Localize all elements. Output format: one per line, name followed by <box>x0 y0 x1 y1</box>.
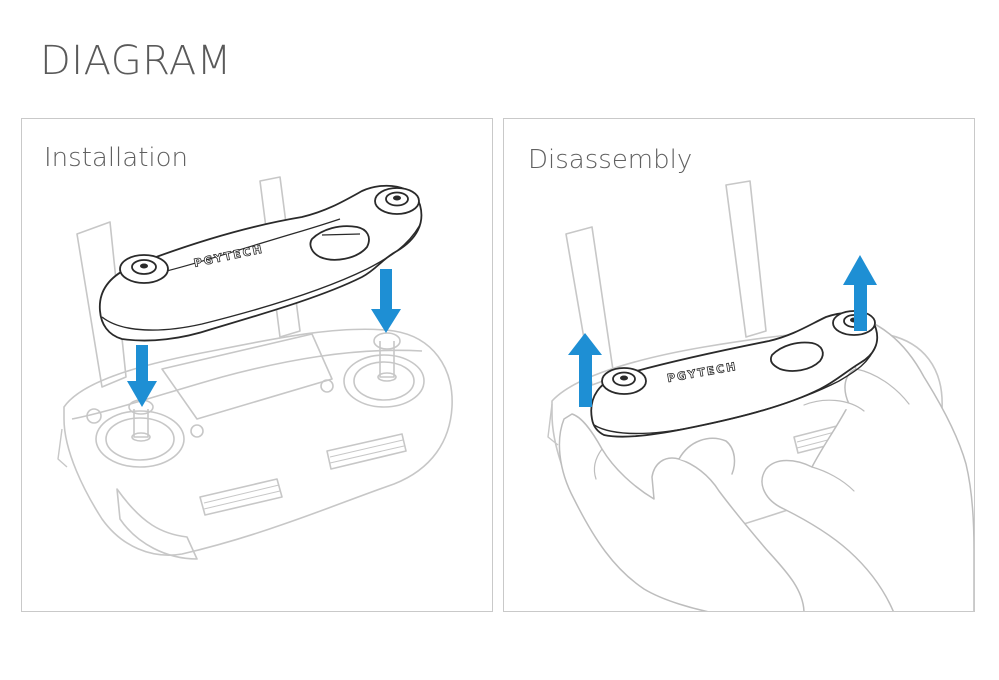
stick-protector-cover: PGYTECH <box>590 310 879 438</box>
arrow-down-right <box>371 269 401 333</box>
arrow-up-left <box>568 333 602 407</box>
installation-panel: Installation <box>21 118 493 612</box>
stick-left <box>133 409 149 438</box>
disassembly-panel: Disassembly <box>503 118 975 612</box>
arrow-down-left <box>127 345 157 407</box>
controller-body <box>63 328 453 556</box>
left-hand <box>558 413 805 611</box>
vent-right <box>326 433 407 470</box>
vent-left <box>199 478 283 516</box>
stick-protector-cover: PGYTECH <box>99 184 423 342</box>
cover-body <box>99 184 423 342</box>
cover-lip <box>593 344 877 435</box>
antenna-left <box>76 221 127 388</box>
grip-left <box>116 488 198 560</box>
disassembly-illustration: PGYTECH <box>547 180 974 611</box>
page-title: DIAGRAM <box>40 38 232 84</box>
installation-illustration: PGYTECH <box>57 176 453 560</box>
arrow-up-right <box>843 255 877 331</box>
center-plate <box>161 333 333 420</box>
cover-lip <box>101 224 421 331</box>
antenna-right <box>725 180 767 338</box>
disassembly-label: Disassembly <box>528 145 693 175</box>
controller-top-edge <box>71 349 423 420</box>
installation-label: Installation <box>44 143 189 173</box>
stick-well-right <box>343 354 425 408</box>
stick-well-left <box>95 410 185 468</box>
remote-controller <box>57 176 453 560</box>
stick-right <box>379 341 395 378</box>
right-hand <box>761 318 974 611</box>
hands-illustration <box>558 318 974 611</box>
cover-clip <box>769 341 824 372</box>
